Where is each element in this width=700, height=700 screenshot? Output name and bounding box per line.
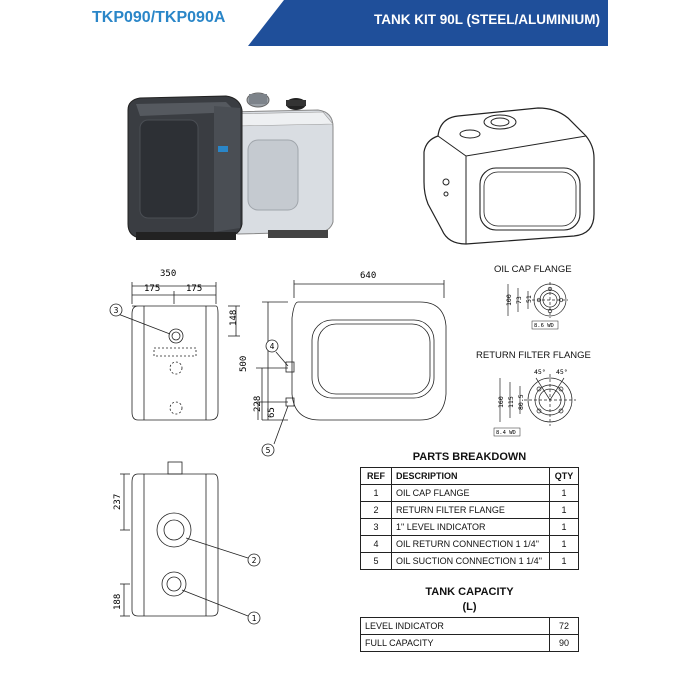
oil-cap-flange-drawing: 100 73 51 8.6 WD	[505, 282, 568, 330]
return-filter-flange-drawing: 45° 45° 160 115 80.5 8.4 WD	[493, 368, 576, 437]
qty-cell: 1	[549, 535, 579, 553]
dim-175-right: 175	[186, 284, 202, 294]
table-row: FULL CAPACITY 90	[360, 634, 579, 652]
ref-cell: 5	[360, 552, 392, 570]
isometric-drawing	[423, 107, 595, 245]
col-ref: REF	[360, 467, 392, 485]
return-filter-dim-80-5: 80.5	[517, 394, 525, 410]
table-row: 5 OIL SUCTION CONNECTION 1 1/4" 1	[360, 552, 579, 570]
ref-cell: 4	[360, 535, 392, 553]
product-photo	[127, 92, 334, 240]
table-row: 3 1" LEVEL INDICATOR 1	[360, 518, 579, 536]
ref-cell: 2	[360, 501, 392, 519]
qty-cell: 1	[549, 501, 579, 519]
table-row: 1 OIL CAP FLANGE 1	[360, 484, 579, 502]
return-filter-angle-1: 45°	[534, 368, 546, 376]
description-cell: RETURN FILTER FLANGE	[391, 501, 550, 519]
header: TKP090/TKP090A TANK KIT 90L (STEEL/ALUMI…	[0, 0, 700, 48]
dim-500: 500	[239, 356, 249, 372]
col-qty: QTY	[549, 467, 579, 485]
capacity-label: FULL CAPACITY	[360, 634, 550, 652]
product-title: TANK KIT 90L (STEEL/ALUMINIUM)	[374, 12, 600, 27]
description-cell: OIL CAP FLANGE	[391, 484, 550, 502]
table-row: 4 OIL RETURN CONNECTION 1 1/4" 1	[360, 535, 579, 553]
callout-5: 5	[266, 446, 271, 455]
title-banner: TANK KIT 90L (STEEL/ALUMINIUM)	[248, 0, 608, 46]
ref-cell: 3	[360, 518, 392, 536]
table-row: LEVEL INDICATOR 72	[360, 617, 579, 635]
dim-175-left: 175	[144, 284, 160, 294]
description-cell: 1" LEVEL INDICATOR	[391, 518, 550, 536]
technical-drawing: 350 175 175 640 148 500 228 65 237 188 3…	[109, 269, 447, 625]
qty-cell: 1	[549, 484, 579, 502]
qty-cell: 1	[549, 518, 579, 536]
oil-cap-flange-title: OIL CAP FLANGE	[494, 264, 572, 275]
col-description: DESCRIPTION	[391, 467, 550, 485]
description-cell: OIL RETURN CONNECTION 1 1/4"	[391, 535, 550, 553]
callout-1: 1	[252, 614, 257, 623]
product-code: TKP090/TKP090A	[92, 9, 226, 26]
dim-65: 65	[267, 407, 277, 418]
callout-2: 2	[252, 556, 257, 565]
capacity-value: 90	[549, 634, 579, 652]
dim-640: 640	[360, 271, 376, 281]
parts-title: PARTS BREAKDOWN	[412, 451, 527, 463]
dim-350: 350	[160, 269, 176, 279]
return-filter-bolts: 8.4 WD	[496, 430, 516, 436]
return-filter-dim-115: 115	[507, 396, 515, 408]
dim-237: 237	[113, 494, 123, 510]
callout-3: 3	[114, 306, 119, 315]
oil-cap-dim-51: 51	[525, 295, 533, 303]
dim-148: 148	[229, 310, 239, 326]
oil-cap-bolts: 8.6 WD	[534, 323, 554, 329]
table-row: 2 RETURN FILTER FLANGE 1	[360, 501, 579, 519]
dim-228: 228	[253, 396, 263, 412]
oil-cap-dim-73: 73	[515, 296, 523, 304]
capacity-value: 72	[549, 617, 579, 635]
ref-cell: 1	[360, 484, 392, 502]
capacity-label: LEVEL INDICATOR	[360, 617, 550, 635]
capacity-title: TANK CAPACITY	[425, 586, 514, 598]
parts-header-row: REF DESCRIPTION QTY	[360, 467, 579, 485]
return-filter-dim-160: 160	[497, 396, 505, 408]
callout-4: 4	[270, 342, 275, 351]
qty-cell: 1	[549, 552, 579, 570]
return-filter-flange-title: RETURN FILTER FLANGE	[476, 350, 591, 361]
return-filter-angle-2: 45°	[556, 368, 568, 376]
capacity-table: LEVEL INDICATOR 72 FULL CAPACITY 90	[360, 617, 579, 652]
oil-cap-dim-100: 100	[505, 294, 513, 306]
dim-188: 188	[113, 594, 123, 610]
description-cell: OIL SUCTION CONNECTION 1 1/4"	[391, 552, 550, 570]
parts-table: REF DESCRIPTION QTY 1 OIL CAP FLANGE 1 2…	[360, 467, 579, 570]
capacity-unit: (L)	[462, 601, 477, 613]
